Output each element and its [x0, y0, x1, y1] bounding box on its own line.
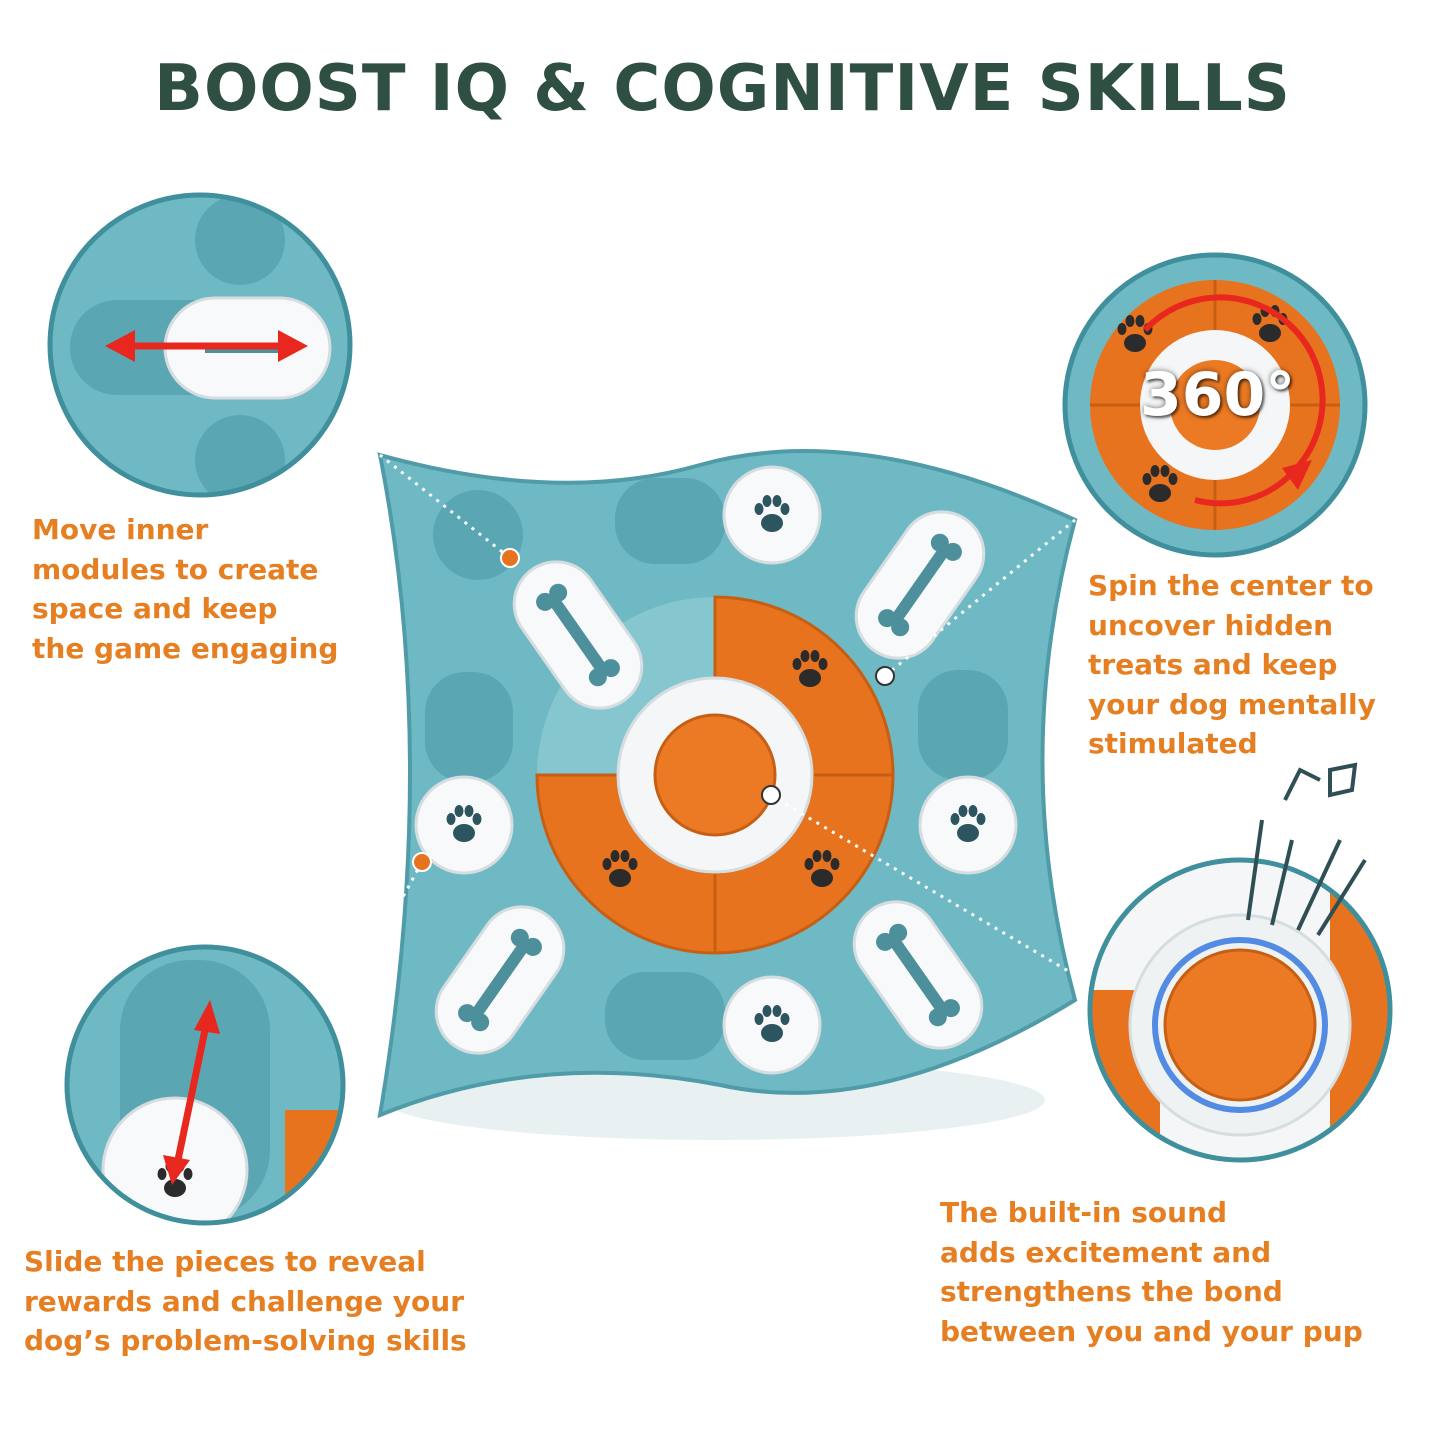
caption-built-in-sound: The built-in sound adds excitement and s…	[940, 1193, 1363, 1351]
rotate-arrow-icon	[1142, 294, 1326, 507]
caption-line: treats and keep	[1088, 648, 1338, 681]
caption-line: your dog mentally	[1088, 687, 1376, 721]
caption-line: rewards and challenge your	[24, 1284, 465, 1318]
double-arrow-icon	[105, 330, 308, 362]
detail-slide-pieces	[64, 944, 346, 1226]
caption-slide-pieces: Slide the pieces to reveal rewards and c…	[24, 1242, 467, 1361]
detail-sound-button	[1087, 762, 1393, 1163]
detail-spin-center	[1062, 252, 1368, 558]
caption-line: dog’s problem-solving skills	[24, 1324, 467, 1357]
puzzle-board	[350, 449, 1078, 1140]
caption-line: Move inner	[32, 513, 209, 546]
caption-line: space and keep	[32, 592, 278, 625]
detail-slide-modules	[47, 192, 353, 498]
caption-line: uncover hidden	[1088, 608, 1334, 642]
caption-line: stimulated	[1088, 727, 1258, 760]
vertical-double-arrow-icon	[163, 1000, 220, 1185]
caption-line: Slide the pieces to reveal	[24, 1245, 426, 1278]
caption-line: Spin the center to	[1088, 569, 1374, 602]
caption-line: strengthens the bond	[940, 1275, 1283, 1308]
caption-line: adds excitement and	[940, 1235, 1272, 1269]
caption-line: The built-in sound	[940, 1196, 1228, 1229]
page-title: BOOST IQ & COGNITIVE SKILLS	[154, 52, 1291, 126]
caption-line: modules to create	[32, 552, 319, 586]
caption-line: the game engaging	[32, 631, 339, 665]
sound-lines-icon	[1246, 762, 1367, 937]
caption-line: between you and your pup	[940, 1314, 1363, 1348]
rotation-label: 360°	[1140, 360, 1296, 430]
caption-spin-center: Spin the center to uncover hidden treats…	[1088, 566, 1376, 764]
caption-move-modules: Move inner modules to create space and k…	[32, 510, 338, 668]
